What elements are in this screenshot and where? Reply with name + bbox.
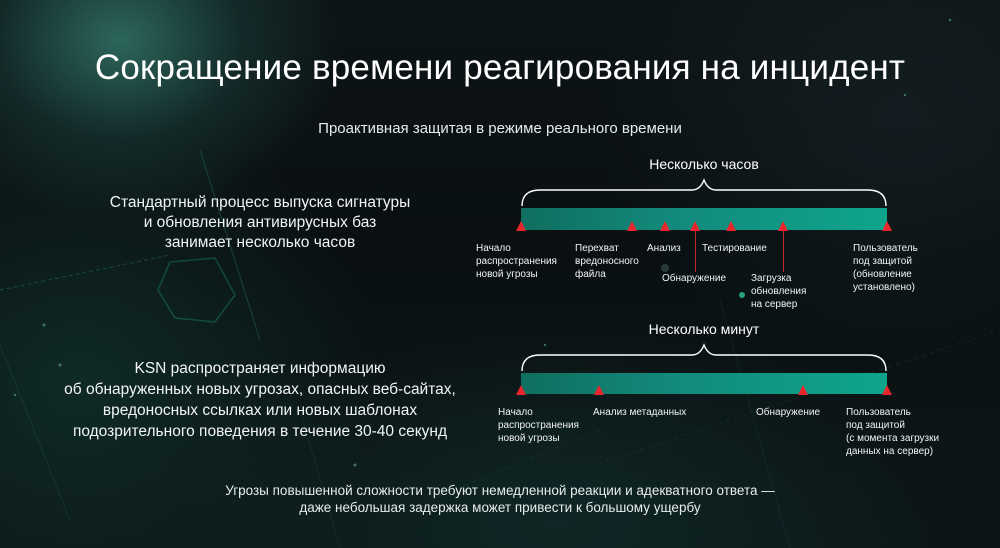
milestone-label-start: Начало распространения новой угрозы xyxy=(476,243,557,280)
description-line: и обновления антивирусных баз xyxy=(143,214,377,231)
milestone-label-upload: Загрузка обновления на сервер xyxy=(751,273,807,310)
marker-triangle-icon xyxy=(516,221,526,231)
marker-triangle-icon xyxy=(726,221,736,231)
milestone-label-intercept: Перехват вредоносного файла xyxy=(575,243,639,280)
ksn-milestone-label-protected: Пользователь под защитой (с момента загр… xyxy=(846,407,940,457)
ksn-timeline-bar xyxy=(521,373,887,394)
standard-timeline-bar xyxy=(521,208,887,230)
ksn-milestone-label-metadata-analysis: Анализ метаданных xyxy=(593,407,687,418)
page-subtitle: Проактивная защитая в режиме реального в… xyxy=(318,120,682,137)
marker-triangle-icon xyxy=(778,221,788,231)
marker-triangle-icon xyxy=(882,221,892,231)
ksn-process-description: KSN распространяет информацию об обнаруж… xyxy=(20,358,500,442)
description-line: об обнаруженных новых угрозах, опасных в… xyxy=(64,381,456,398)
description-line: подозрительного поведения в течение 30-4… xyxy=(72,423,448,440)
ksn-duration-label: Несколько минут xyxy=(648,321,760,337)
description-line: Стандартный процесс выпуска сигнатуры xyxy=(109,194,411,211)
curly-brace-icon xyxy=(521,178,887,207)
ksn-milestone-label-start: Начало распространения новой угрозы xyxy=(498,407,579,444)
upload-marker-line xyxy=(782,226,784,272)
milestone-label-testing: Тестирование xyxy=(702,243,767,254)
marker-triangle-icon xyxy=(690,221,700,231)
description-line: KSN распространяет информацию xyxy=(134,360,386,377)
description-line: занимает несколько часов xyxy=(164,234,356,251)
marker-triangle-icon xyxy=(594,385,604,395)
milestone-label-detection: Обнаружение xyxy=(662,273,727,284)
standard-duration-label: Несколько часов xyxy=(649,156,759,172)
milestone-label-protected: Пользователь под защитой (обновление уст… xyxy=(853,243,918,293)
description-line: вредоносных ссылках или новых шаблонах xyxy=(102,402,418,419)
marker-triangle-icon xyxy=(798,385,808,395)
curly-brace-icon xyxy=(521,343,887,372)
ksn-milestone-label-detection: Обнаружение xyxy=(756,407,821,418)
standard-process-description: Стандартный процесс выпуска сигнатуры и … xyxy=(30,193,490,253)
marker-triangle-icon xyxy=(660,221,670,231)
footer-line: Угрозы повышенной сложности требуют неме… xyxy=(225,483,775,498)
page-title: Сокращение времени реагирования на инцид… xyxy=(94,48,906,87)
marker-triangle-icon xyxy=(627,221,637,231)
footer-line: даже небольшая задержка может привести к… xyxy=(299,500,701,515)
marker-triangle-icon xyxy=(882,385,892,395)
marker-triangle-icon xyxy=(516,385,526,395)
milestone-label-analysis: Анализ xyxy=(647,243,681,254)
detection-marker-line xyxy=(694,226,696,272)
footer-note: Угрозы повышенной сложности требуют неме… xyxy=(0,482,1000,516)
